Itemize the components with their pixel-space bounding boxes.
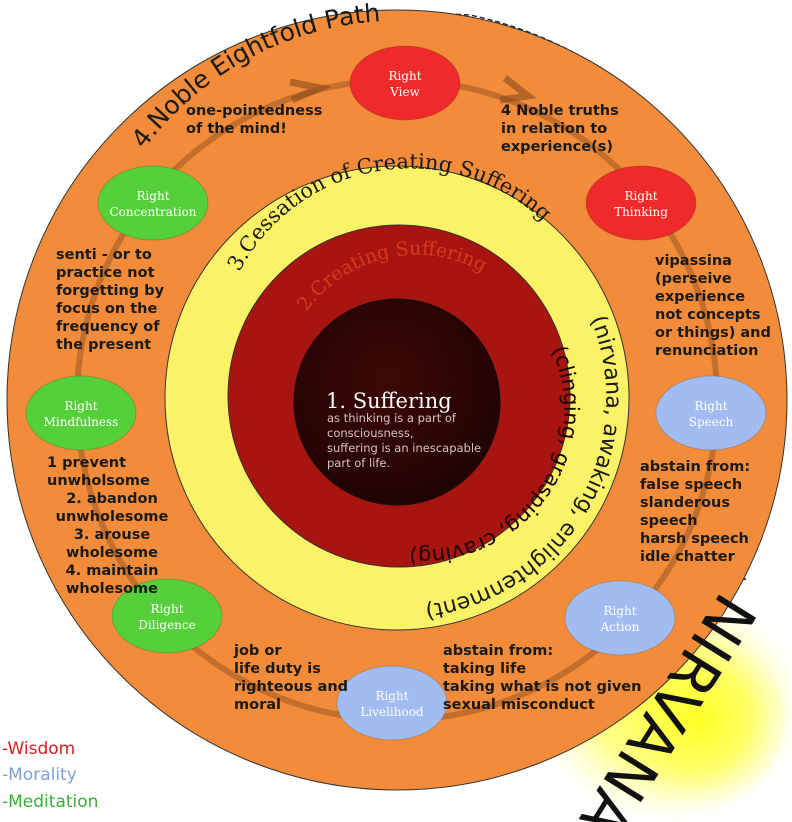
note-livelihood: job or life duty is righteous and moral — [234, 642, 348, 714]
spoke-label-top: Right — [150, 602, 183, 616]
note-line: of the mind! — [186, 121, 287, 137]
spoke-ellipse — [349, 45, 461, 121]
suffering-core — [293, 298, 501, 506]
spoke-label-top: Right — [136, 189, 169, 203]
legend-wisdom: -Wisdom — [2, 739, 76, 759]
spoke-label-top: Right — [694, 399, 727, 413]
spoke-label-top: Right — [603, 604, 636, 618]
spoke-label-top: Right — [388, 69, 421, 83]
note-line: harsh speech — [640, 531, 749, 547]
note-thinking: vipassina (perseive experience not conce… — [655, 252, 771, 360]
spoke-label-top: Right — [375, 689, 408, 703]
spoke-ellipse — [655, 375, 767, 451]
note-line: speech — [640, 513, 698, 529]
legend-meditation: -Meditation — [2, 792, 99, 812]
note-line: job or — [234, 643, 282, 659]
note-line: wholesome — [65, 545, 159, 561]
note-line: frequency of — [56, 319, 160, 335]
note-line: moral — [234, 697, 281, 713]
spoke-label-top: Right — [64, 399, 97, 413]
note-line: abstain from: — [640, 459, 751, 475]
note-line: abstain from: — [443, 643, 554, 659]
note-line: focus on the — [56, 301, 158, 317]
note-line: 1 prevent — [47, 455, 127, 471]
core-desc-line: suffering is an inescapable — [327, 441, 481, 455]
note-line: vipassina — [655, 253, 732, 269]
note-line: taking life — [443, 661, 527, 677]
spoke-label-bottom: Speech — [689, 415, 734, 429]
note-line: (perseive — [655, 271, 732, 287]
note-line: practice not — [56, 265, 155, 281]
note-mindfulness: senti - or to practice not forgetting by… — [56, 246, 164, 354]
note-line: life duty is — [234, 661, 321, 677]
note-line: righteous and — [234, 679, 349, 695]
note-line: wholesome — [65, 581, 159, 597]
cycle-arrow-icon — [499, 75, 537, 104]
core-desc-line: as thinking is a part of — [327, 411, 457, 425]
path-spokes: RightViewRightThinkingRightSpeechRightAc… — [25, 45, 767, 741]
legend-morality: -Morality — [2, 765, 77, 785]
spoke-label-bottom: Action — [600, 620, 640, 634]
spoke-label-top: Right — [624, 189, 657, 203]
note-line: renunciation — [655, 343, 759, 359]
core-desc-line: consciousness, — [327, 426, 413, 440]
spoke-label-bottom: Thinking — [614, 205, 668, 219]
spoke-label-bottom: Livelihood — [360, 705, 424, 719]
spoke-ellipse — [585, 165, 697, 241]
core-desc-line: part of life. — [327, 456, 390, 470]
note-line: 3. arouse — [73, 527, 151, 543]
spoke-ellipse — [111, 578, 223, 654]
core-description: as thinking is a part of consciousness, … — [327, 411, 481, 470]
note-line: idle chatter — [640, 549, 735, 565]
note-line: forgetting by — [56, 283, 165, 299]
note-line: in relation to — [501, 121, 608, 137]
note-line: taking what is not given — [443, 679, 642, 695]
spoke-label-bottom: Diligence — [138, 618, 195, 632]
note-view: 4 Noble truths in relation to experience… — [501, 102, 619, 156]
spoke-label-bottom: Mindfulness — [44, 415, 119, 429]
note-line: unwholesome — [55, 509, 169, 525]
note-line: one-pointedness — [186, 103, 323, 119]
spoke-ellipse — [97, 165, 209, 241]
note-line: 4 Noble truths — [501, 103, 619, 119]
spoke-label-bottom: Concentration — [109, 205, 196, 219]
note-diligence: 1 prevent unwholsome 2. abandon unwholes… — [47, 454, 177, 598]
spoke-ellipse — [25, 375, 137, 451]
note-line: not concepts — [655, 307, 761, 323]
spoke-ellipse — [336, 665, 448, 741]
note-line: 2. abandon — [66, 491, 158, 507]
note-line: unwholsome — [47, 473, 150, 489]
note-line: the present — [56, 337, 152, 353]
cycle-arrow-icon — [289, 78, 332, 104]
note-concentration: one-pointedness of the mind! — [186, 102, 322, 138]
note-line: or things) and — [655, 325, 771, 341]
note-action: abstain from: taking life taking what is… — [443, 642, 641, 714]
note-line: experience — [655, 289, 746, 305]
note-speech: abstain from: false speech slanderous sp… — [640, 458, 750, 566]
core-title: 1. Suffering — [326, 389, 452, 413]
note-line: senti - or to — [56, 247, 152, 263]
spoke-label-bottom: View — [389, 85, 420, 99]
note-line: sexual misconduct — [443, 697, 595, 713]
note-line: experience(s) — [501, 139, 613, 155]
spoke-ellipse — [564, 580, 676, 656]
note-line: false speech — [640, 477, 743, 493]
note-line: slanderous — [640, 495, 730, 511]
note-line: 4. maintain — [65, 563, 159, 579]
